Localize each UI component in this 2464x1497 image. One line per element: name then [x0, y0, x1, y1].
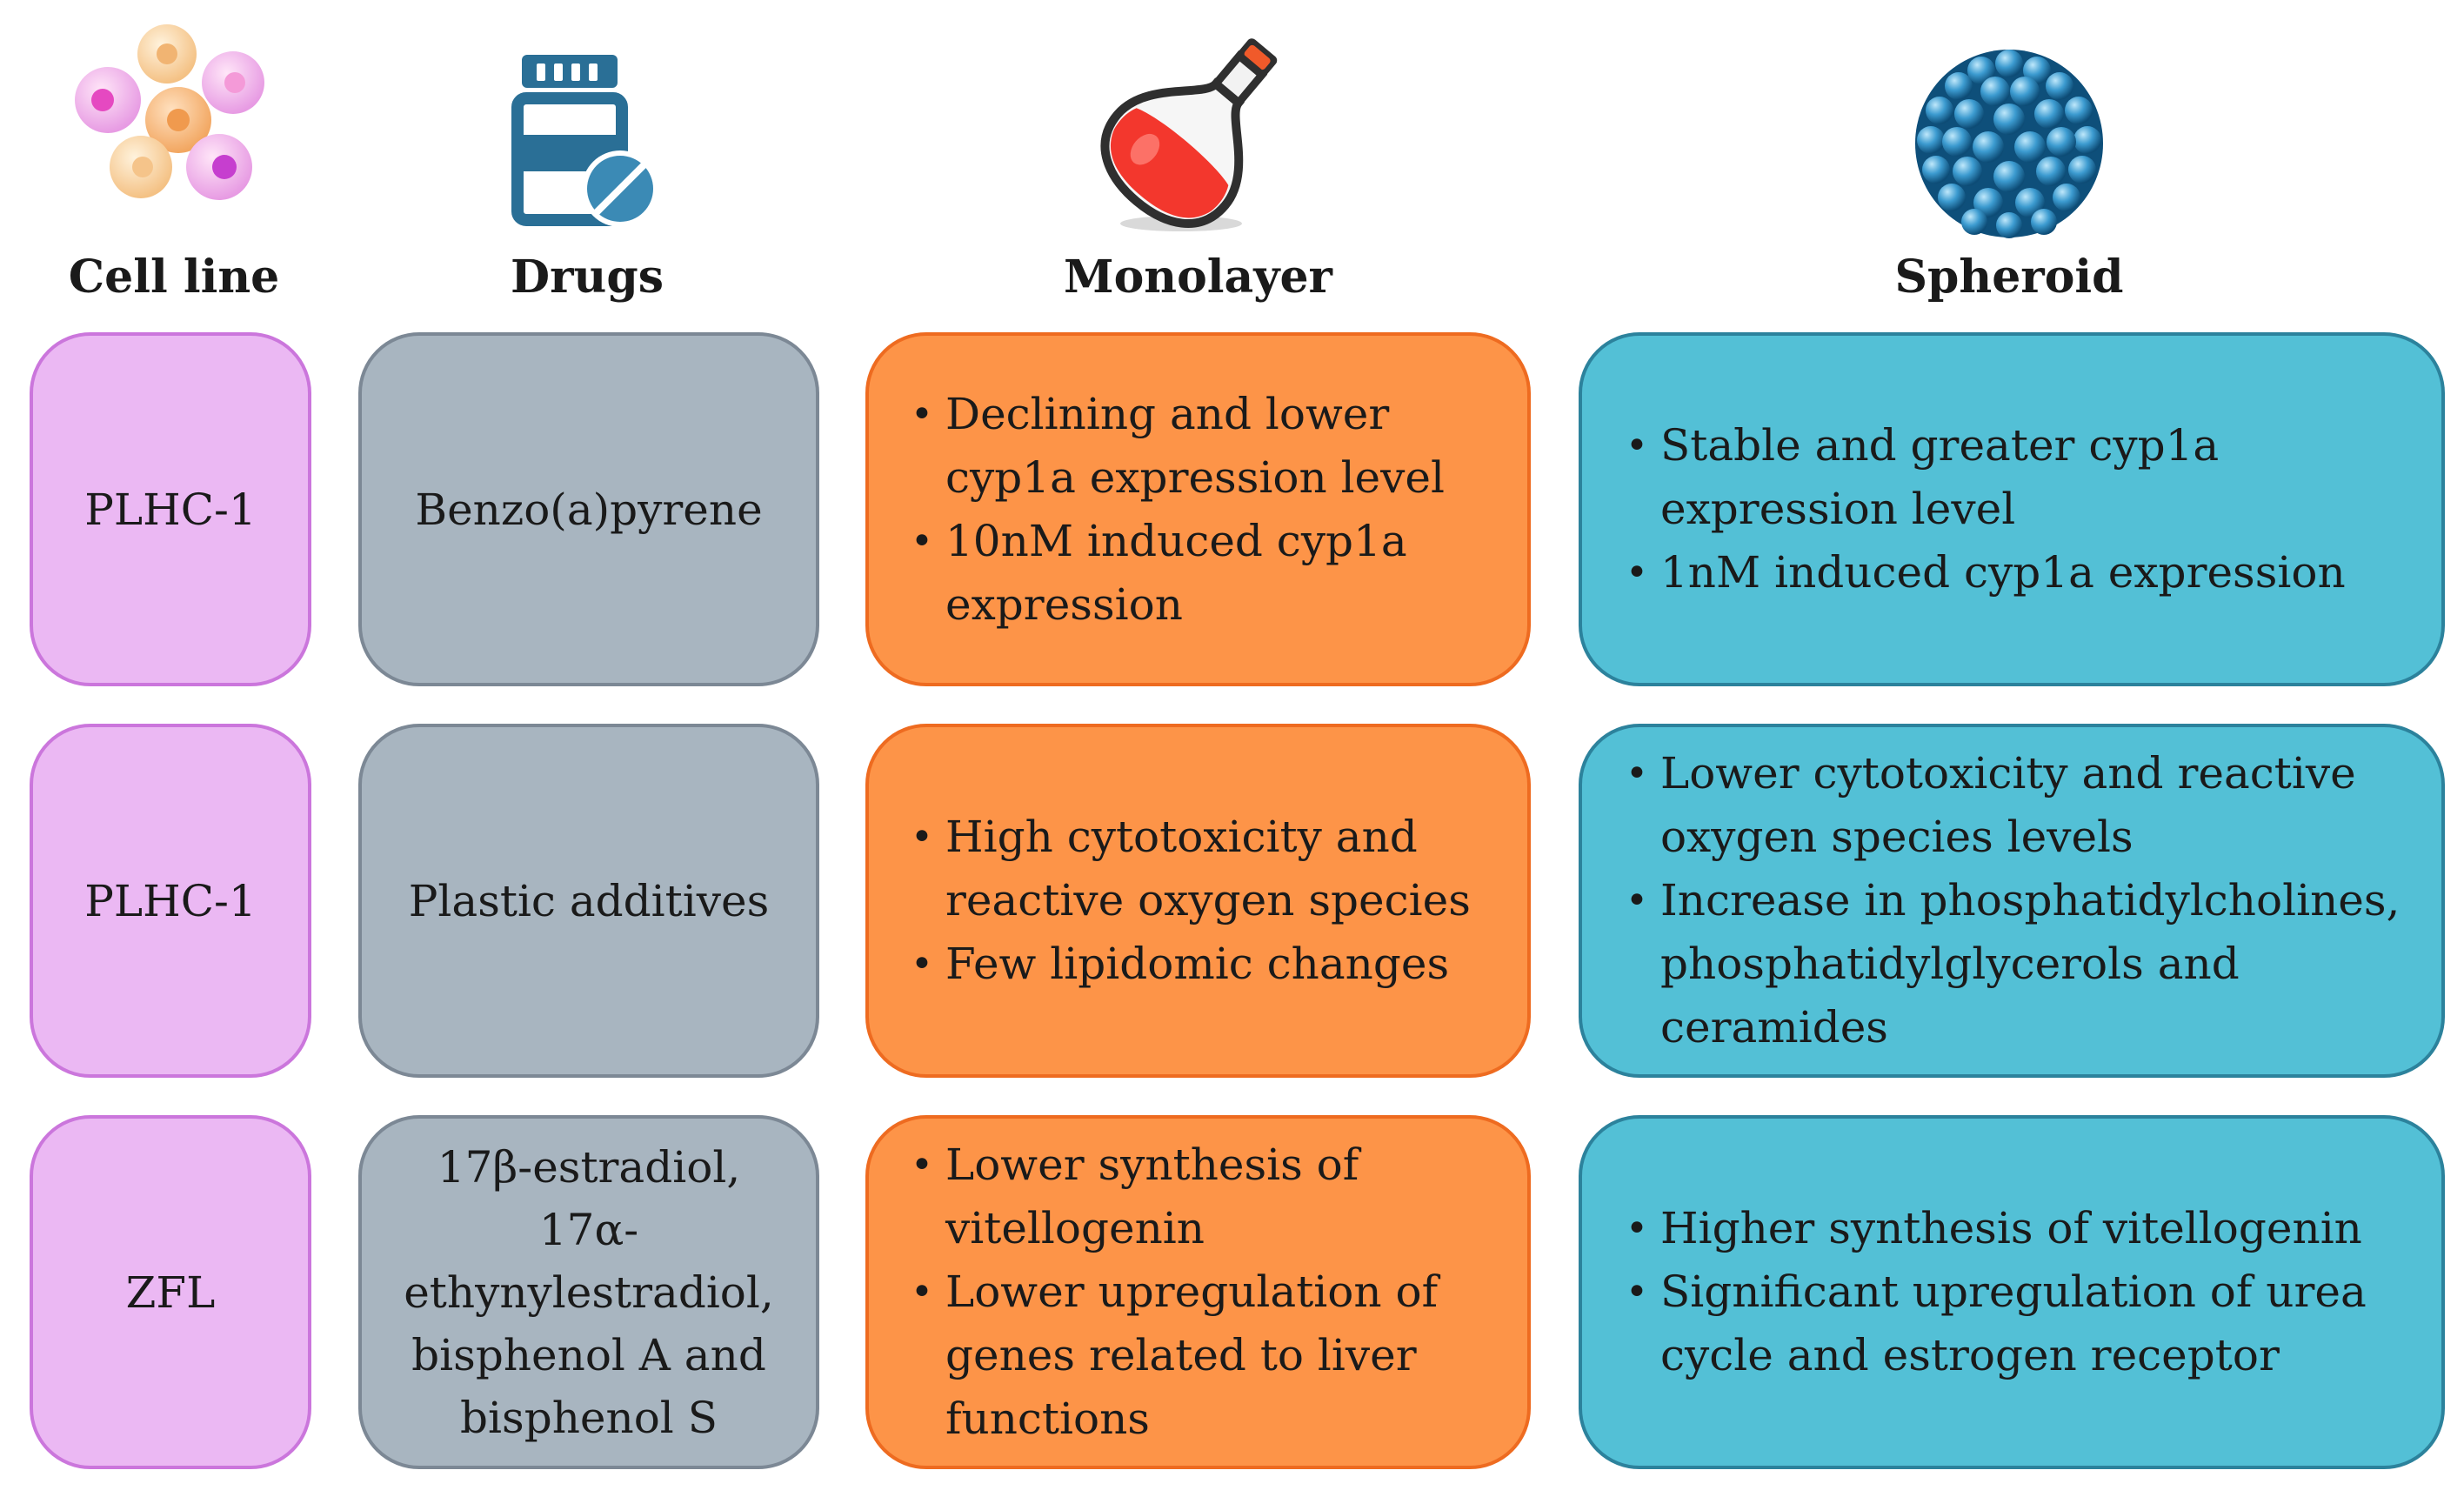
- monolayer-box: High cytotoxicity and reactive oxygen sp…: [865, 724, 1531, 1078]
- cell-line-box: PLHC-1: [30, 724, 311, 1078]
- column-title-monolayer: Monolayer: [1064, 251, 1332, 304]
- drug-box: Benzo(a)pyrene: [358, 332, 819, 686]
- drug-label: 17β-estradiol, 17α-ethynylestradiol, bis…: [404, 1141, 774, 1443]
- spheroid-findings: Lower cytotoxicity and reactive oxygen s…: [1626, 742, 2424, 1059]
- monolayer-finding: 10nM induced cyp1a expression: [911, 510, 1501, 637]
- flask-icon: [1100, 38, 1277, 231]
- cell-line-label: PLHC-1: [84, 484, 257, 535]
- cell-line-box: ZFL: [30, 1115, 311, 1469]
- spheroid-box: Lower cytotoxicity and reactive oxygen s…: [1579, 724, 2445, 1078]
- column-title-drugs: Drugs: [511, 251, 664, 304]
- monolayer-findings: High cytotoxicity and reactive oxygen sp…: [911, 805, 1501, 996]
- spheroid-finding: Higher synthesis of vitellogenin: [1626, 1197, 2424, 1260]
- spheroid-finding: Stable and greater cyp1a expression leve…: [1626, 414, 2424, 541]
- drug-box: 17β-estradiol, 17α-ethynylestradiol, bis…: [358, 1115, 819, 1469]
- cells-cluster-icon: [75, 24, 264, 200]
- monolayer-findings: Lower synthesis of vitellogenin Lower up…: [911, 1133, 1501, 1451]
- monolayer-finding: Few lipidomic changes: [911, 932, 1501, 996]
- spheroid-box: Higher synthesis of vitellogenin Signifi…: [1579, 1115, 2445, 1469]
- header-monolayer: Monolayer: [865, 0, 1531, 322]
- monolayer-finding: Declining and lower cyp1a expression lev…: [911, 383, 1501, 510]
- column-title-cell-line: Cell line: [68, 251, 280, 304]
- spheroid-finding: 1nM induced cyp1a expression: [1626, 541, 2424, 605]
- monolayer-finding: Lower upregulation of genes related to l…: [911, 1260, 1501, 1451]
- pill-bottle-icon: [511, 55, 658, 227]
- header-cell-line: Cell line: [35, 0, 313, 322]
- spheroid-finding: Lower cytotoxicity and reactive oxygen s…: [1626, 742, 2424, 869]
- spheroid-box: Stable and greater cyp1a expression leve…: [1579, 332, 2445, 686]
- cell-line-label: PLHC-1: [84, 875, 257, 926]
- column-title-spheroid: Spheroid: [1894, 251, 2124, 304]
- drug-box: Plastic additives: [358, 724, 819, 1078]
- drug-label: Benzo(a)pyrene: [415, 484, 763, 535]
- monolayer-finding: Lower synthesis of vitellogenin: [911, 1133, 1501, 1260]
- header-spheroid: Spheroid: [1579, 0, 2440, 322]
- monolayer-finding: High cytotoxicity and reactive oxygen sp…: [911, 805, 1501, 932]
- cell-line-box: PLHC-1: [30, 332, 311, 686]
- monolayer-box: Declining and lower cyp1a expression lev…: [865, 332, 1531, 686]
- monolayer-box: Lower synthesis of vitellogenin Lower up…: [865, 1115, 1531, 1469]
- drug-label: Plastic additives: [408, 875, 770, 926]
- cell-line-label: ZFL: [125, 1266, 216, 1318]
- spheroid-findings: Higher synthesis of vitellogenin Signifi…: [1626, 1197, 2424, 1387]
- spheroid-icon: [1915, 50, 2103, 238]
- spheroid-finding: Significant upregulation of urea cycle a…: [1626, 1260, 2424, 1387]
- spheroid-findings: Stable and greater cyp1a expression leve…: [1626, 414, 2424, 605]
- spheroid-finding: Increase in phosphatidylcholines, phosph…: [1626, 869, 2424, 1059]
- header-drugs: Drugs: [357, 0, 818, 322]
- monolayer-findings: Declining and lower cyp1a expression lev…: [911, 383, 1501, 637]
